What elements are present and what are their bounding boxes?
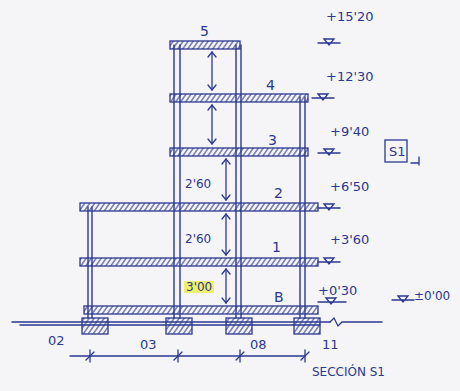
level-label: +12'30 — [326, 70, 374, 83]
section-mark: S1 — [389, 145, 406, 158]
dimension-label: 2'60 — [184, 178, 212, 190]
level-label: ±0'00 — [414, 290, 450, 302]
section-title: SECCIÓN S1 — [312, 366, 385, 378]
floor-number: 4 — [266, 78, 275, 92]
floor-number: 2 — [274, 186, 283, 200]
level-label: +6'50 — [330, 180, 369, 193]
axis-label: 02 — [48, 334, 65, 347]
level-label: +15'20 — [326, 10, 374, 23]
axis-label: 03 — [140, 338, 157, 351]
level-label: +9'40 — [330, 125, 369, 138]
axis-label: 11 — [322, 338, 339, 351]
dimension-label: 2'60 — [184, 233, 212, 245]
level-label: +3'60 — [330, 233, 369, 246]
floor-number: 3 — [268, 133, 277, 147]
floor-number: 5 — [200, 24, 209, 38]
dimension-label: 3'00 — [184, 281, 214, 293]
floor-number: B — [274, 290, 284, 304]
axis-label: 08 — [250, 338, 267, 351]
level-label: +0'30 — [318, 284, 357, 297]
floor-number: 1 — [272, 240, 281, 254]
